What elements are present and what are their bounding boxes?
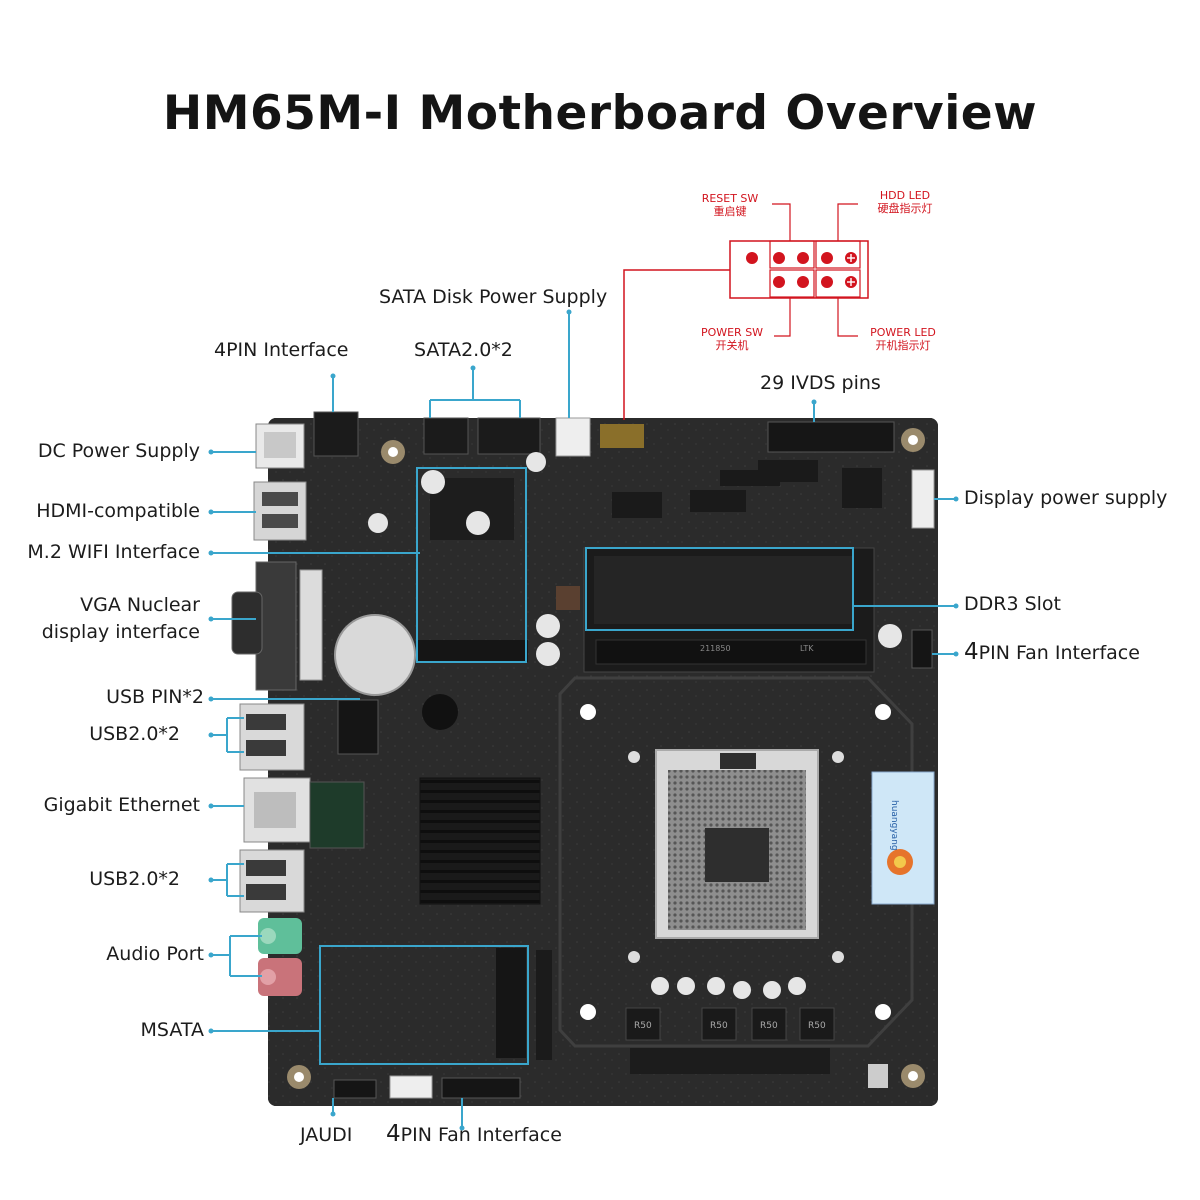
ddr3-slot: 211850 LTK <box>584 548 874 672</box>
lvds-header <box>768 422 894 452</box>
label-usb-pin: USB PIN*2 <box>106 686 204 708</box>
label-jaudi: JAUDI <box>300 1124 352 1146</box>
label-msata: MSATA <box>141 1019 204 1041</box>
label-ddr3-slot: DDR3 Slot <box>964 593 1061 615</box>
sata-port-2 <box>478 418 540 454</box>
m2-slot-connector <box>418 640 528 662</box>
usb-pin-header <box>338 700 378 754</box>
label-4pin-interface: 4PIN Interface <box>214 339 348 361</box>
label-sata20: SATA2.0*2 <box>414 339 513 361</box>
cmos-battery <box>335 615 415 695</box>
motherboard: huangyang <box>232 412 938 1106</box>
cpu-socket <box>656 750 818 938</box>
label-usb20-upper: USB2.0*2 <box>89 723 180 745</box>
label-m2-wifi: M.2 WIFI Interface <box>27 541 200 563</box>
label-audio-port: Audio Port <box>106 943 204 965</box>
display-power-connector <box>912 470 934 528</box>
choke-label-3: R50 <box>760 1021 778 1031</box>
four-pin-connector <box>314 412 358 456</box>
dimm-marking-b: LTK <box>800 644 814 653</box>
label-hdmi: HDMI-compatible <box>36 500 200 522</box>
label-gigabit-ethernet: Gigabit Ethernet <box>44 794 200 816</box>
right-fan-header <box>912 630 932 668</box>
sata-port-1 <box>424 418 468 454</box>
jaudi-header <box>334 1080 376 1098</box>
chipset-heatsink <box>420 778 540 904</box>
front-panel-header <box>600 424 644 448</box>
bottom-fan-header <box>442 1078 520 1098</box>
msata-slot-connector <box>496 948 526 1058</box>
label-usb20-lower: USB2.0*2 <box>89 868 180 890</box>
choke-label-1: R50 <box>634 1021 652 1031</box>
label-vga: VGA Nuclear display interface <box>10 592 200 646</box>
choke-label-4: R50 <box>808 1021 826 1031</box>
dimm-marking-a: 211850 <box>700 644 731 653</box>
label-dc-power-supply: DC Power Supply <box>38 440 200 462</box>
label-right-fan-interface: 4PIN Fan Interface <box>964 639 1140 665</box>
label-sata-disk-power: SATA Disk Power Supply <box>379 286 607 308</box>
label-display-power-supply: Display power supply <box>964 487 1167 509</box>
choke-label-2: R50 <box>710 1021 728 1031</box>
sata-power-connector <box>556 418 590 456</box>
label-bottom-fan-interface: 4PIN Fan Interface <box>386 1121 562 1147</box>
label-ivds-pins: 29 IVDS pins <box>760 372 881 394</box>
brand-sticker-text: huangyang <box>889 800 899 851</box>
